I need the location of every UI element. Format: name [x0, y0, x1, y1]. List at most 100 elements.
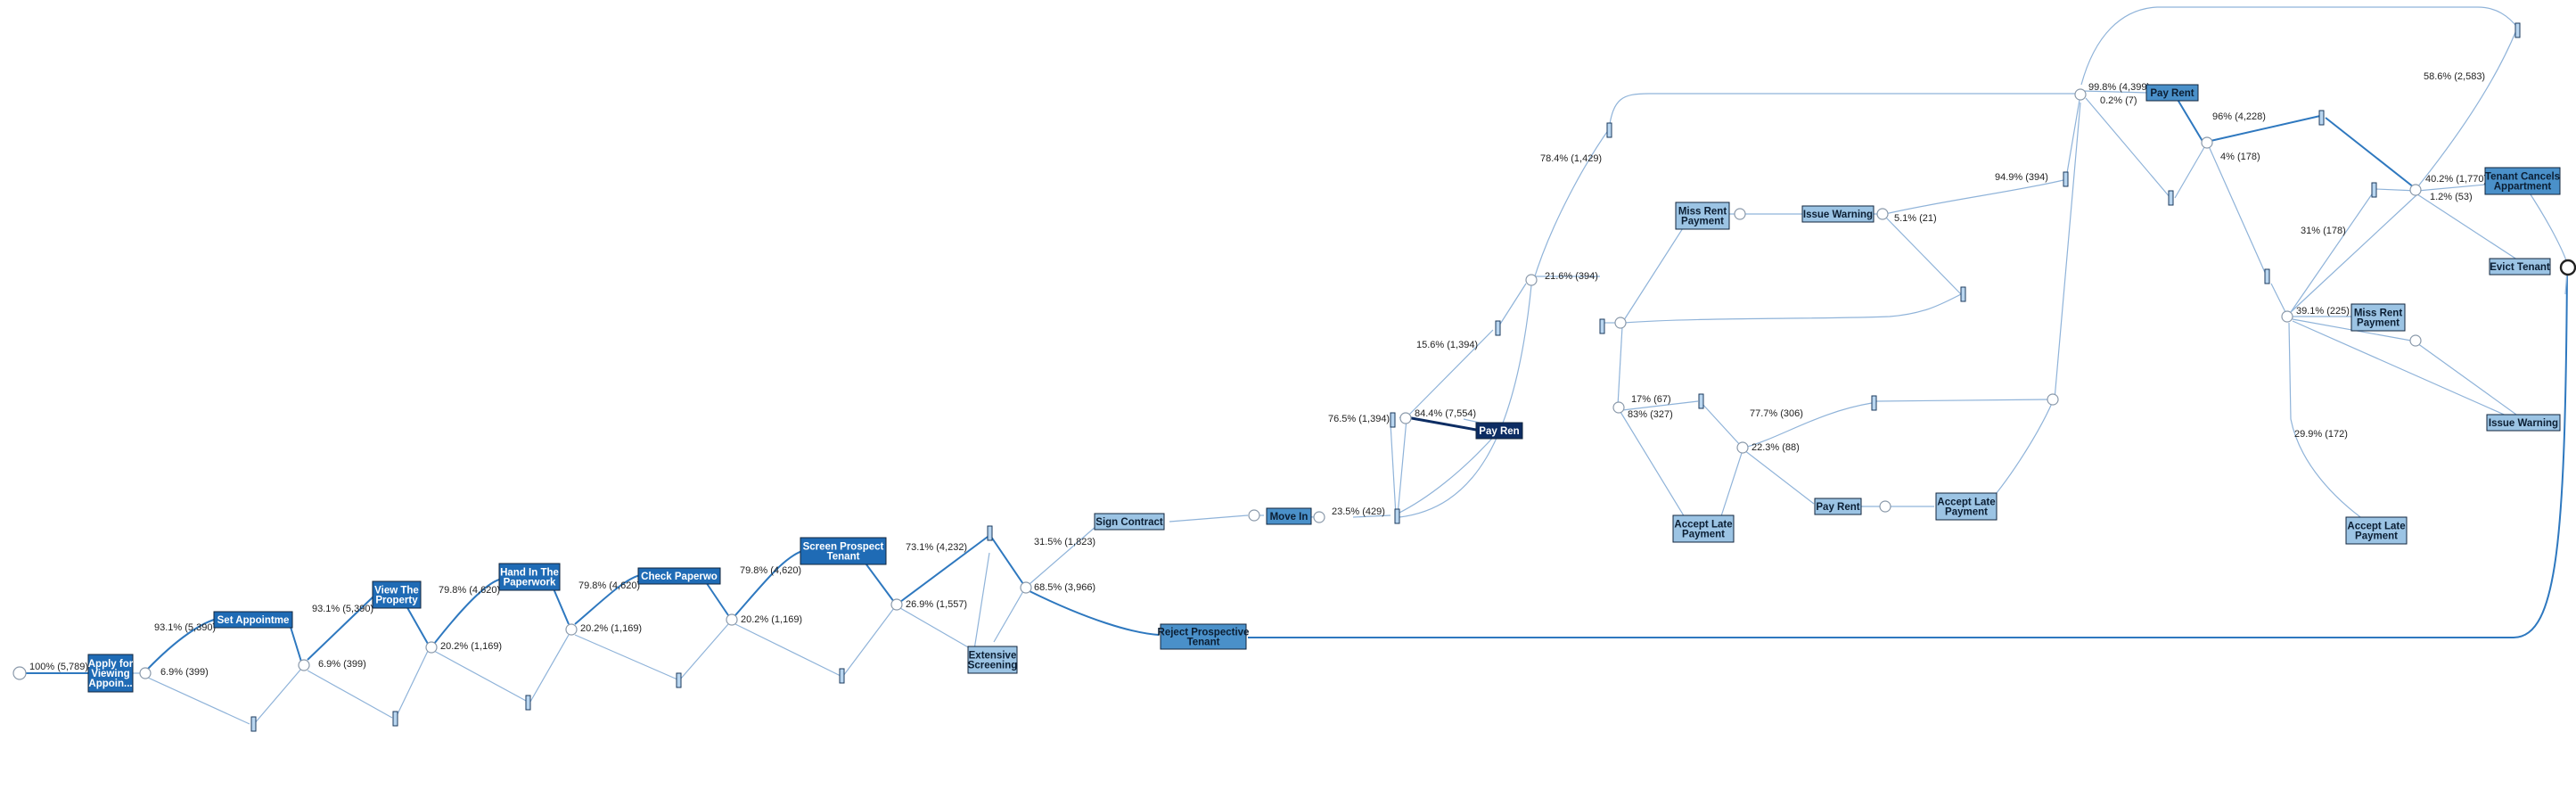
- activity-box[interactable]: [1935, 492, 1998, 521]
- activity-box[interactable]: [800, 537, 887, 565]
- edge-label: 83% (327): [1628, 409, 1673, 420]
- activity-box[interactable]: [1801, 205, 1875, 223]
- event-marker[interactable]: [1390, 412, 1396, 428]
- gateway[interactable]: [425, 641, 438, 654]
- event-marker[interactable]: [525, 695, 531, 711]
- edge-label: 15.6% (1,394): [1416, 340, 1478, 350]
- activity-box[interactable]: [1475, 422, 1523, 440]
- activity-pay-rent[interactable]: Pay Ren: [1475, 422, 1523, 440]
- activity-box[interactable]: [2489, 258, 2551, 276]
- activity-box[interactable]: [1094, 513, 1165, 531]
- activity-box[interactable]: [1814, 498, 1862, 515]
- activity-pay-rent[interactable]: Pay Rent: [2145, 84, 2199, 102]
- gateway[interactable]: [2409, 184, 2422, 196]
- gateway[interactable]: [2074, 88, 2087, 101]
- gateway[interactable]: [1020, 581, 1032, 594]
- event-marker[interactable]: [1871, 395, 1877, 411]
- gateway[interactable]: [1876, 208, 1889, 220]
- gateway[interactable]: [2047, 393, 2059, 406]
- event-marker[interactable]: [2371, 182, 2377, 198]
- activity-label: Payment: [2357, 318, 2400, 329]
- event-marker[interactable]: [987, 525, 993, 541]
- activity-box[interactable]: [637, 567, 721, 585]
- activity-box[interactable]: [1675, 202, 1730, 230]
- activity-set-appointment[interactable]: Set Appointme: [213, 611, 293, 629]
- gateway[interactable]: [2409, 334, 2422, 347]
- event-marker[interactable]: [1698, 393, 1704, 409]
- activity-evict-tenant[interactable]: Evict Tenant: [2489, 258, 2551, 276]
- gateway[interactable]: [1736, 441, 1749, 454]
- start-gateway[interactable]: [12, 666, 27, 680]
- event-marker[interactable]: [2168, 190, 2174, 206]
- activity-box[interactable]: [2350, 303, 2406, 332]
- activity-box[interactable]: [2145, 84, 2199, 102]
- gateway[interactable]: [1399, 412, 1412, 424]
- end-gateway[interactable]: [2559, 259, 2576, 276]
- activity-label: Pay Rent: [2150, 88, 2194, 99]
- activity-box[interactable]: [1672, 514, 1735, 543]
- activity-move-in[interactable]: Move In: [1266, 507, 1312, 525]
- activity-pay-rent[interactable]: Pay Rent: [1814, 498, 1862, 515]
- activity-box[interactable]: [213, 611, 293, 629]
- event-marker[interactable]: [392, 711, 398, 727]
- activity-label: Evict Tenant: [2490, 262, 2550, 273]
- activity-apply-for-viewing[interactable]: Apply forViewingAppoin...: [87, 654, 134, 693]
- activity-box[interactable]: [2486, 414, 2561, 432]
- activity-check-paperwork[interactable]: Check Paperwo: [637, 567, 721, 585]
- gateway[interactable]: [139, 667, 152, 679]
- activity-box[interactable]: [498, 563, 561, 591]
- activity-box[interactable]: [967, 646, 1018, 674]
- edge-label: 76.5% (1,394): [1328, 414, 1390, 424]
- activity-box[interactable]: [2345, 516, 2408, 545]
- edge-label: 5.1% (21): [1894, 213, 1937, 224]
- gateway[interactable]: [1248, 509, 1260, 522]
- gateway[interactable]: [1614, 317, 1627, 329]
- edge-label: 77.7% (306): [1750, 408, 1803, 419]
- event-marker[interactable]: [1495, 320, 1501, 336]
- event-marker[interactable]: [1394, 508, 1400, 524]
- activity-box[interactable]: [87, 654, 134, 693]
- event-marker[interactable]: [2264, 268, 2270, 284]
- activity-box[interactable]: [372, 580, 422, 609]
- edge-label: 68.5% (3,966): [1034, 582, 1095, 593]
- event-marker[interactable]: [2063, 171, 2069, 187]
- gateway[interactable]: [1879, 500, 1891, 513]
- gateway[interactable]: [890, 598, 903, 611]
- gateway[interactable]: [726, 613, 738, 626]
- gateway[interactable]: [1313, 511, 1325, 523]
- gateway[interactable]: [1734, 208, 1746, 220]
- activity-box[interactable]: [1160, 623, 1247, 650]
- gateway[interactable]: [298, 659, 310, 671]
- event-marker[interactable]: [676, 672, 682, 688]
- activity-box[interactable]: [2484, 167, 2561, 195]
- gateway[interactable]: [565, 623, 578, 636]
- gateway[interactable]: [1612, 401, 1625, 414]
- activity-issue-warning[interactable]: Issue Warning: [1801, 205, 1875, 223]
- gateway[interactable]: [2201, 136, 2213, 149]
- event-marker[interactable]: [2318, 110, 2325, 126]
- event-marker[interactable]: [2514, 22, 2521, 38]
- event-marker[interactable]: [1960, 286, 1966, 302]
- event-marker[interactable]: [1599, 318, 1605, 334]
- activity-label: Tenant Cancels: [2485, 172, 2560, 183]
- edge-label: 84.4% (7,554): [1415, 408, 1476, 419]
- gateway[interactable]: [2281, 310, 2293, 323]
- event-marker[interactable]: [250, 716, 257, 732]
- activity-box[interactable]: [1266, 507, 1312, 525]
- event-marker[interactable]: [1606, 122, 1612, 138]
- activity-sign-contract[interactable]: Sign Contract: [1094, 513, 1165, 531]
- activity-issue-warning[interactable]: Issue Warning: [2486, 414, 2561, 432]
- gateway[interactable]: [1525, 274, 1538, 286]
- event-marker[interactable]: [839, 668, 845, 684]
